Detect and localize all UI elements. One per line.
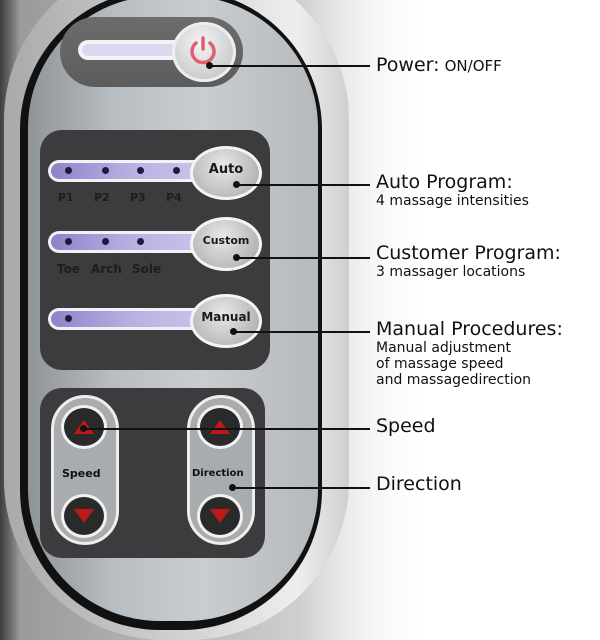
- led-dot: [137, 238, 144, 245]
- callout-desc: of massage speed: [376, 355, 504, 372]
- auto-button[interactable]: Auto: [190, 146, 262, 200]
- location-label: Sole: [132, 262, 162, 276]
- callout-value: ON/OFF: [444, 57, 502, 75]
- custom-button[interactable]: Custom: [190, 217, 262, 271]
- led-dot: [137, 167, 144, 174]
- callout-desc: Manual adjustment: [376, 339, 511, 356]
- callout-title: Customer Program:: [376, 242, 561, 264]
- led-dot: [65, 315, 72, 322]
- callout-line-direction: [232, 487, 370, 489]
- callout-direction: Direction: [376, 473, 462, 495]
- remote-diagram: P1 P2 P3 P4 Auto Toe Arch Sole Custom Ma…: [4, 0, 563, 640]
- callout-title: Direction: [376, 473, 462, 495]
- led-dot: [65, 167, 72, 174]
- callout-speed: Speed: [376, 415, 436, 437]
- triangle-up-icon: [210, 420, 230, 434]
- callout-power: Power: ON/OFF: [376, 54, 502, 76]
- level-label: P2: [94, 191, 110, 204]
- custom-indicator-bar: [48, 231, 218, 253]
- led-dot: [102, 167, 109, 174]
- callout-desc: and massagedirection: [376, 371, 532, 388]
- callout-manual: Manual Procedures: Manual adjustment of …: [376, 318, 563, 388]
- led-dot: [102, 238, 109, 245]
- auto-indicator-bar: [48, 160, 218, 182]
- triangle-down-icon: [210, 509, 230, 523]
- led-dot: [173, 167, 180, 174]
- level-label: P4: [166, 191, 182, 204]
- callout-line-power: [210, 65, 370, 67]
- callout-desc: 3 massager locations: [376, 263, 526, 280]
- callout-line-speed: [84, 428, 370, 430]
- direction-label: Direction: [192, 468, 244, 479]
- callout-auto: Auto Program: 4 massage intensities: [376, 171, 529, 209]
- callout-title: Speed: [376, 415, 436, 437]
- speed-down-button[interactable]: [61, 494, 107, 538]
- location-label: Toe: [57, 262, 80, 276]
- speed-label: Speed: [62, 467, 101, 480]
- level-label: P3: [130, 191, 146, 204]
- level-label: P1: [58, 191, 74, 204]
- callout-pin: [206, 62, 213, 69]
- callout-pin: [80, 425, 87, 432]
- led-dot: [65, 238, 72, 245]
- location-label: Arch: [91, 262, 122, 276]
- callout-line-custom: [236, 257, 370, 259]
- manual-indicator-bar: [48, 308, 218, 330]
- callout-line-manual: [233, 331, 370, 333]
- power-button[interactable]: [172, 22, 236, 82]
- manual-button[interactable]: Manual: [190, 294, 262, 348]
- callout-title: Auto Program:: [376, 171, 513, 193]
- power-indicator-bar: [78, 40, 188, 60]
- direction-up-button[interactable]: [197, 405, 243, 449]
- direction-down-button[interactable]: [197, 494, 243, 538]
- callout-custom: Customer Program: 3 massager locations: [376, 242, 561, 280]
- power-icon: [190, 36, 216, 65]
- callout-title: Power:: [376, 54, 440, 76]
- callout-line-auto: [236, 184, 370, 186]
- callout-title: Manual Procedures:: [376, 318, 563, 340]
- callout-desc: 4 massage intensities: [376, 192, 529, 209]
- triangle-down-icon: [74, 509, 94, 523]
